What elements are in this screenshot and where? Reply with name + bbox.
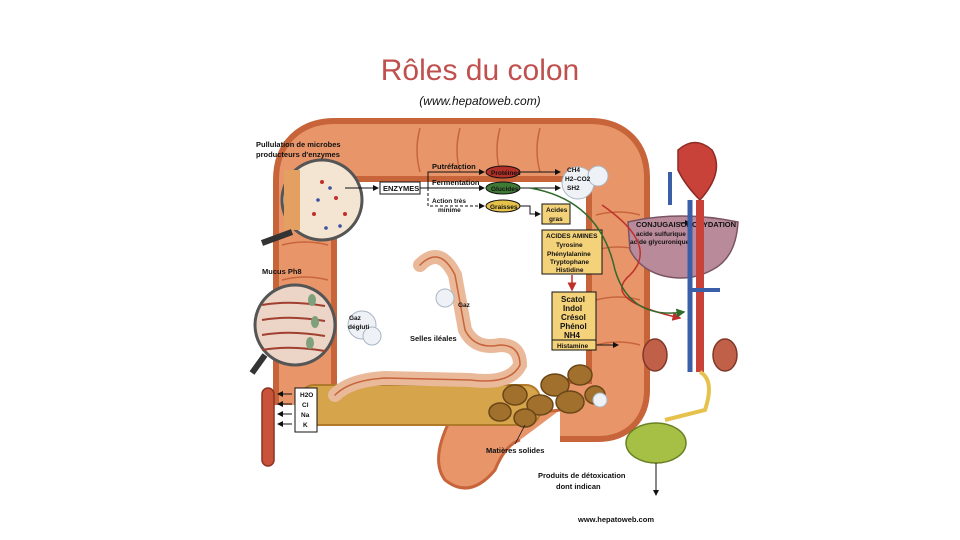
putrefaction-label: Putréfaction xyxy=(432,162,476,171)
kidneys xyxy=(642,338,738,372)
gaz-label: Gaz xyxy=(458,302,471,309)
action-label-2: minime xyxy=(438,207,461,214)
electrolytes-box: H2O Cl Na K xyxy=(277,387,318,433)
electrolyte-k: K xyxy=(303,422,308,429)
histamine-label: Histamine xyxy=(557,343,588,350)
electrolyte-cl: Cl xyxy=(302,402,309,409)
heart-vessels xyxy=(668,141,720,372)
nh4-label: NH4 xyxy=(564,331,581,340)
tryptophane-label: Tryptophane xyxy=(550,259,589,266)
graisses-label: Graisses xyxy=(490,204,518,211)
matieres-solides-label: Matières solides xyxy=(486,446,544,455)
fermentation-label: Fermentation xyxy=(432,178,480,187)
proteines-label: Protéines xyxy=(491,170,521,177)
tyrosine-label: Tyrosine xyxy=(556,242,583,249)
page-subtitle: (www.hepatoweb.com) xyxy=(419,94,541,108)
gas-ch4: CH4 xyxy=(567,167,580,174)
phenylalanine-label: Phénylalanine xyxy=(547,251,591,258)
acides-gras-1: Acides xyxy=(546,207,568,214)
mucus-label: Mucus Ph8 xyxy=(262,267,302,276)
scatol-label: Scatol xyxy=(561,295,585,304)
matieres-pointer xyxy=(514,424,526,445)
mucus-magnifier xyxy=(249,283,337,375)
microbes-label-2: producteurs d'enzymes xyxy=(256,150,340,159)
detox-label-1: Produits de détoxication xyxy=(538,471,626,480)
blood-vessel xyxy=(261,387,275,467)
glucides-label: Glucides xyxy=(491,186,519,193)
stool-pellets xyxy=(488,364,606,428)
gas-sh2: SH2 xyxy=(567,185,580,192)
microbes-label-1: Pullulation de microbes xyxy=(256,140,341,149)
green-arrow-to-liver xyxy=(529,187,686,318)
acide-sulfurique-label: acide sulfurique xyxy=(636,231,686,238)
cresol-label: Crésol xyxy=(561,313,586,322)
gas-bubbles xyxy=(347,165,609,408)
histidine-label: Histidine xyxy=(556,267,584,274)
page-title: Rôles du colon xyxy=(380,54,580,87)
phenol-label: Phénol xyxy=(560,322,587,331)
detox-label-2: dont indican xyxy=(556,482,601,491)
histamine-box: Histamine xyxy=(551,339,597,351)
acides-gras-box: Acides gras xyxy=(541,203,571,225)
acide-glycuronique-label: acide glycuronique xyxy=(630,239,690,246)
gaz-deglut-2: dégluti xyxy=(348,324,369,331)
enzymes-label: ENZYMES xyxy=(383,184,419,193)
indol-label: Indol xyxy=(563,304,582,313)
electrolyte-na: Na xyxy=(301,412,310,419)
acides-amines-title: ACIDES AMINES xyxy=(546,233,598,240)
electrolyte-h2o: H2O xyxy=(300,392,313,399)
selles-ileales-label: Selles iléales xyxy=(410,334,457,343)
oxydation-label: OXYDATION xyxy=(692,220,736,229)
bladder xyxy=(625,422,687,496)
watermark: www.hepatoweb.com xyxy=(577,515,654,524)
acides-amines-box: ACIDES AMINES Tyrosine Phénylalanine Try… xyxy=(541,229,603,275)
acides-gras-2: gras xyxy=(549,216,563,223)
conjugaison-label: CONJUGAISON xyxy=(636,220,692,229)
gaz-deglut-1: Gaz xyxy=(349,315,362,322)
microbes-magnifier xyxy=(260,158,364,246)
enzymes-section: ENZYMES Putréfaction Fermentation Action… xyxy=(345,162,591,217)
toxic-products-box: Scatol Indol Crésol Phénol NH4 xyxy=(551,291,597,341)
ureter xyxy=(664,370,711,422)
gas-h2-co2: H2–CO2 xyxy=(565,176,591,183)
action-label-1: Action très xyxy=(432,198,466,205)
